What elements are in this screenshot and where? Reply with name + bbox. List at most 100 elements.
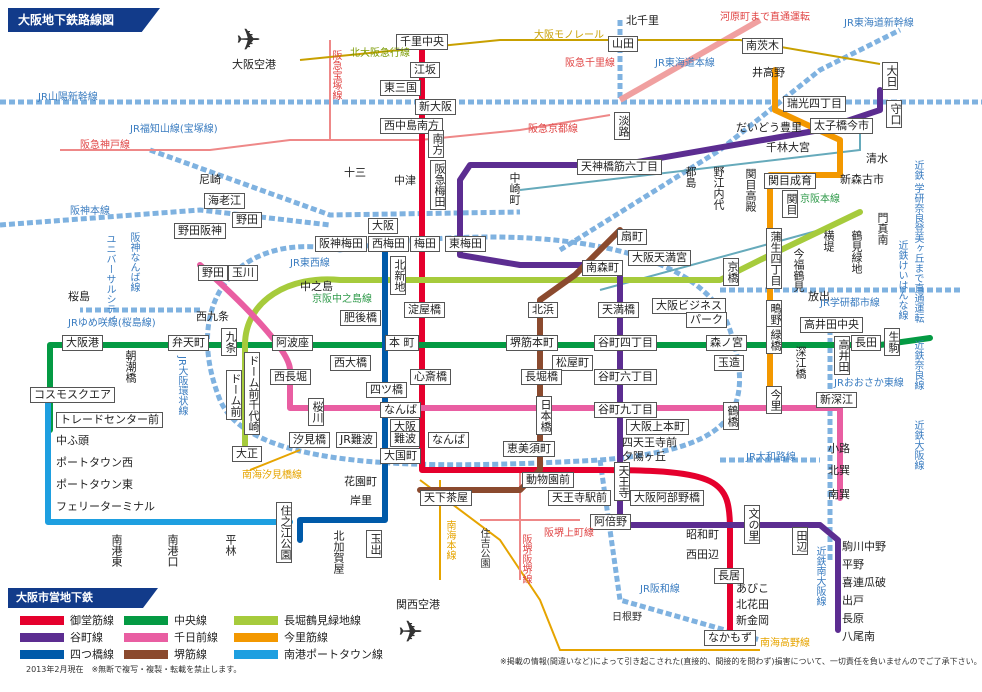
station-esaka: 江坂 bbox=[410, 62, 440, 78]
station-label: 桜島 bbox=[68, 290, 90, 303]
rail-line-label: 南海高野線 bbox=[760, 638, 810, 649]
station-label: 新森古市 bbox=[840, 173, 884, 186]
rail-line-label: 近鉄南大阪線 bbox=[814, 546, 825, 606]
legend-label: 千日前線 bbox=[174, 631, 218, 644]
legend-label: 長堀鶴見緑地線 bbox=[284, 614, 361, 627]
rail-line-label: 阪堺阪堺線 bbox=[520, 534, 531, 584]
station-tradecenter: トレードセンター前 bbox=[56, 412, 163, 428]
rail-line-label: 大阪モノレール bbox=[534, 30, 604, 41]
station-minami-ibaraki: 南茨木 bbox=[742, 38, 783, 54]
legend-swatch bbox=[234, 616, 278, 625]
station-sekime: 関目 bbox=[782, 190, 798, 218]
station-label: 都島 bbox=[684, 166, 697, 188]
station-label: ポートタウン東 bbox=[56, 478, 133, 491]
station-label: 中ふ頭 bbox=[56, 434, 89, 447]
station-nodahanshin: 野田阪神 bbox=[174, 223, 226, 239]
legend-swatch bbox=[234, 650, 278, 659]
station-tenma-ougi: 扇町 bbox=[617, 229, 647, 245]
station-label: 中之島 bbox=[300, 280, 333, 293]
station-taisho: 大正 bbox=[232, 446, 262, 462]
station-nakamozu: なかもず bbox=[704, 630, 756, 646]
rail-line-label: 阪急京都線 bbox=[528, 124, 578, 135]
station-label: 野江内代 bbox=[712, 166, 725, 210]
station-tennoji: 天王寺駅前 bbox=[548, 490, 611, 506]
station-label: 放出 bbox=[808, 290, 830, 303]
station-sekime-seiiku: 関目成育 bbox=[764, 173, 816, 189]
rail-line-label: JRゆめ咲線(桜島線) bbox=[68, 318, 156, 329]
rail-line-label: 阪急千里線 bbox=[565, 58, 615, 69]
station-label: 南港東 bbox=[110, 534, 123, 567]
footer-date: 2013年2月現在 ※無断で複写・複製・転載を禁止します。 bbox=[26, 665, 242, 674]
station-nishinagahori: 西長堀 bbox=[270, 369, 311, 385]
station-yotsubashi: 四ツ橋 bbox=[366, 382, 407, 398]
station-label: 中崎町 bbox=[508, 172, 521, 205]
station-osaka-tenmangu: 大阪天満宮 bbox=[628, 250, 691, 266]
station-label: 朝潮橋 bbox=[124, 350, 137, 383]
station-nipponbashi: 日本橋 bbox=[536, 396, 552, 435]
footer-disclaimer: ※掲載の情報(間違いなど)によって引き起こされた(直接的、間接的を問わず)損害に… bbox=[500, 657, 982, 666]
station-osaka-namba2: 難波 bbox=[390, 431, 420, 447]
station-nishiumeda: 西梅田 bbox=[368, 236, 409, 252]
station-shigino: 鴫野 bbox=[766, 300, 782, 328]
station-label: 清水 bbox=[866, 152, 888, 165]
legend-label: 御堂筋線 bbox=[70, 614, 114, 627]
station-label: 深江橋 bbox=[794, 346, 807, 379]
rail-line-label: 阪急神戸線 bbox=[80, 140, 130, 151]
airplane-icon: ✈ bbox=[398, 615, 424, 650]
station-kitashinchi: 北新地 bbox=[390, 256, 406, 295]
station-label: 夕陽ヶ丘 bbox=[622, 450, 666, 463]
station-tengachaya: 天下茶屋 bbox=[420, 490, 472, 506]
airplane-icon: ✈ bbox=[236, 23, 262, 58]
station-yamada: 山田 bbox=[608, 36, 638, 52]
rail-line-label: 京阪中之島線 bbox=[312, 294, 372, 305]
station-dome-mae: ドーム前千代崎 bbox=[244, 352, 260, 435]
rail-line-label: 近鉄奈良線 bbox=[912, 340, 923, 390]
station-temmabashi: 天満橋 bbox=[598, 302, 639, 318]
nagahori-line bbox=[242, 209, 863, 448]
station-label: あびこ bbox=[736, 582, 769, 595]
rail-line-label: 阪堺上町線 bbox=[544, 528, 594, 539]
station-awaza: 阿波座 bbox=[272, 335, 313, 351]
station-label: 南巽 bbox=[828, 488, 850, 501]
station-tamagawa: 玉川 bbox=[228, 265, 258, 281]
station-senri-chuo: 千里中央 bbox=[396, 34, 448, 50]
station-label: 北加賀屋 bbox=[332, 530, 345, 574]
station-label: 出戸 bbox=[842, 594, 864, 607]
rail-line-label: JR山陽新幹線 bbox=[38, 92, 98, 103]
station-label: 喜連瓜破 bbox=[842, 576, 886, 589]
rail-line-label: 近鉄けいはんな線 bbox=[896, 240, 907, 320]
station-sakaisuji-hommachi: 堺筋本町 bbox=[506, 335, 558, 351]
station-label: 南港口 bbox=[166, 534, 179, 567]
legend-swatch bbox=[20, 633, 64, 642]
station-takaida-v: 高井田 bbox=[834, 336, 850, 375]
legend-label: 堺筋線 bbox=[174, 648, 207, 661]
rail-line-label: ユニバーサルシティ bbox=[104, 234, 115, 324]
station-osaka: 大阪 bbox=[368, 218, 398, 234]
station-label: 西田辺 bbox=[686, 548, 719, 561]
rail-line-label: 阪神本線 bbox=[70, 206, 110, 217]
station-gamo: 蒲生四丁目 bbox=[766, 228, 782, 289]
rail-line-label: JR大阪環状線 bbox=[176, 356, 187, 416]
station-kyobashi: 京橋 bbox=[723, 258, 739, 286]
station-minami-morimachi: 南森町 bbox=[582, 260, 623, 276]
station-tanimachi6: 谷町六丁目 bbox=[594, 369, 657, 385]
station-morinomiya: 森ノ宮 bbox=[706, 335, 747, 351]
rail-line-label: JR福知山線(宝塚線) bbox=[130, 124, 218, 135]
station-label: 長原 bbox=[842, 612, 864, 625]
station-zuiko: 瑞光四丁目 bbox=[783, 96, 846, 112]
station-tamatsukuri: 玉造 bbox=[714, 355, 744, 371]
station-label: 関目高殿 bbox=[744, 168, 757, 212]
station-label: 北千里 bbox=[626, 14, 659, 27]
legend-label: 四つ橋線 bbox=[70, 648, 114, 661]
station-awajimachi-v: 淡路 bbox=[614, 112, 630, 140]
station-osaka-uehommachi: 大阪上本町 bbox=[626, 419, 689, 435]
map-title: 大阪地下鉄路線図 bbox=[8, 8, 160, 32]
station-imazato: 今里 bbox=[766, 386, 782, 414]
station-hommachi: 本 町 bbox=[385, 335, 419, 351]
station-dobutsuen: 動物園前 bbox=[522, 472, 574, 488]
imazatosuji-line bbox=[767, 67, 843, 403]
station-ebie: 海老江 bbox=[204, 193, 245, 209]
station-shiomibashi: 汐見橋 bbox=[289, 432, 330, 448]
station-higashi-mikuni: 東三国 bbox=[380, 80, 421, 96]
station-jr-namba: JR難波 bbox=[336, 432, 377, 448]
